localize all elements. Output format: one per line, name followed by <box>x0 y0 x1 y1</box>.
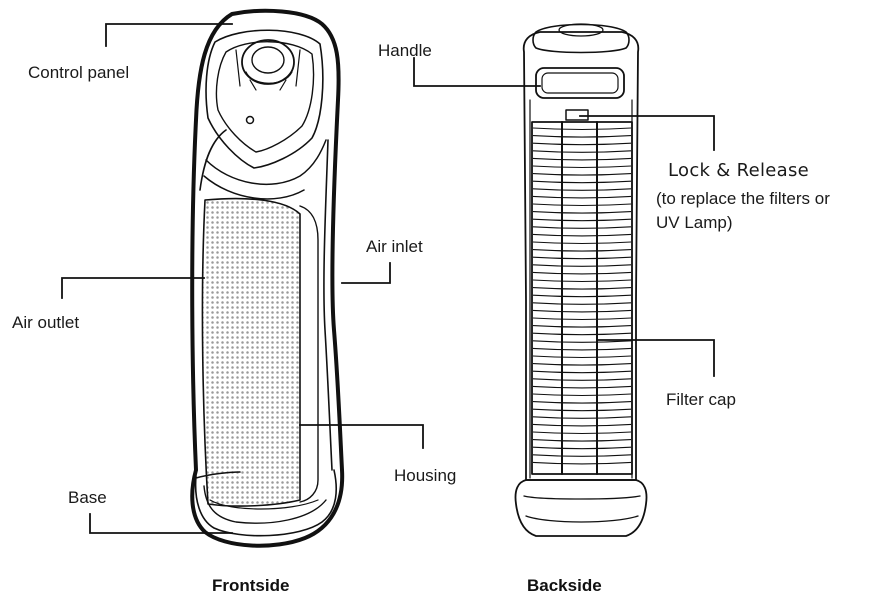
label-base: Base <box>68 488 107 507</box>
filter-slat <box>532 332 632 336</box>
filter-slat <box>532 355 632 359</box>
filter-slat <box>532 385 632 389</box>
filter-slat <box>532 271 632 275</box>
filter-slat <box>532 218 632 222</box>
filter-slat <box>532 173 632 176</box>
label-housing: Housing <box>394 466 457 485</box>
filter-slat <box>532 439 632 442</box>
filter-slat <box>532 226 632 229</box>
filter-slat <box>532 347 632 351</box>
handle-leader <box>413 57 541 87</box>
filter-slat <box>532 142 632 146</box>
lock-clip <box>565 109 589 121</box>
back-top-cap <box>532 23 630 54</box>
filter-slat <box>532 279 632 283</box>
filter-slat <box>532 461 632 465</box>
filter-slat <box>532 150 632 153</box>
label-air-inlet: Air inlet <box>366 237 423 256</box>
label-filter-cap: Filter cap <box>666 390 736 409</box>
filter-slat <box>532 264 632 267</box>
filter-slat <box>532 363 632 366</box>
filter-slat <box>532 340 632 343</box>
filter-slat <box>532 454 632 457</box>
leader-lines <box>61 23 715 534</box>
handle-slot <box>535 67 625 99</box>
filter-slat <box>532 393 632 397</box>
filter-slat <box>532 378 632 381</box>
control-knob <box>241 39 295 85</box>
filter-slat <box>532 431 632 435</box>
filter-grille <box>531 121 633 475</box>
filter-slat <box>532 211 632 214</box>
filter-slat <box>532 165 632 169</box>
filter-slat <box>532 416 632 419</box>
air-outlet-mesh <box>201 197 301 507</box>
label-air-outlet: Air outlet <box>12 313 80 332</box>
lock-release-leader <box>579 115 715 151</box>
filter-slats <box>532 127 632 465</box>
label-control-panel: Control panel <box>28 63 130 82</box>
housing-leader <box>299 424 424 449</box>
filter-slat <box>532 241 632 245</box>
filter-slat <box>532 317 632 321</box>
filter-slat <box>532 423 632 427</box>
filter-slat <box>532 233 632 237</box>
label-handle: Handle <box>378 41 432 60</box>
label-lock-release: Lock & Release <box>668 160 810 181</box>
filter-slat <box>532 135 632 138</box>
filter-slat <box>532 127 632 131</box>
filter-slat <box>532 294 632 298</box>
filter-slat <box>532 256 632 260</box>
front-unit <box>190 8 345 548</box>
filter-slat <box>532 287 632 290</box>
base-leader <box>89 513 233 534</box>
filter-slat <box>532 446 632 450</box>
filter-slat <box>532 188 632 191</box>
front-outline <box>190 8 345 548</box>
air-outlet-leader <box>61 277 205 299</box>
air-inlet-leader <box>341 262 391 284</box>
filter-slat <box>532 180 632 184</box>
filter-slat <box>532 325 632 328</box>
filter-slat <box>532 370 632 374</box>
indicator-light <box>245 115 255 125</box>
label-lock-note-line2: UV Lamp) <box>656 213 733 232</box>
filter-slat <box>532 309 632 313</box>
caption-frontside: Frontside <box>212 576 290 595</box>
filter-slat <box>532 302 632 305</box>
filter-slat <box>532 203 632 207</box>
caption-backside: Backside <box>527 576 602 595</box>
filter-slat <box>532 401 632 404</box>
filter-slat <box>532 408 632 412</box>
back-unit <box>514 23 648 537</box>
control-panel-leader <box>105 23 233 47</box>
filter-cap-leader <box>597 339 715 377</box>
label-lock-note-line1: (to replace the filters or <box>656 189 830 208</box>
filter-slat <box>532 249 632 252</box>
filter-slat <box>532 195 632 199</box>
back-outline <box>522 31 640 481</box>
front-base <box>194 469 337 537</box>
filter-slat <box>532 157 632 161</box>
back-base <box>514 479 648 537</box>
